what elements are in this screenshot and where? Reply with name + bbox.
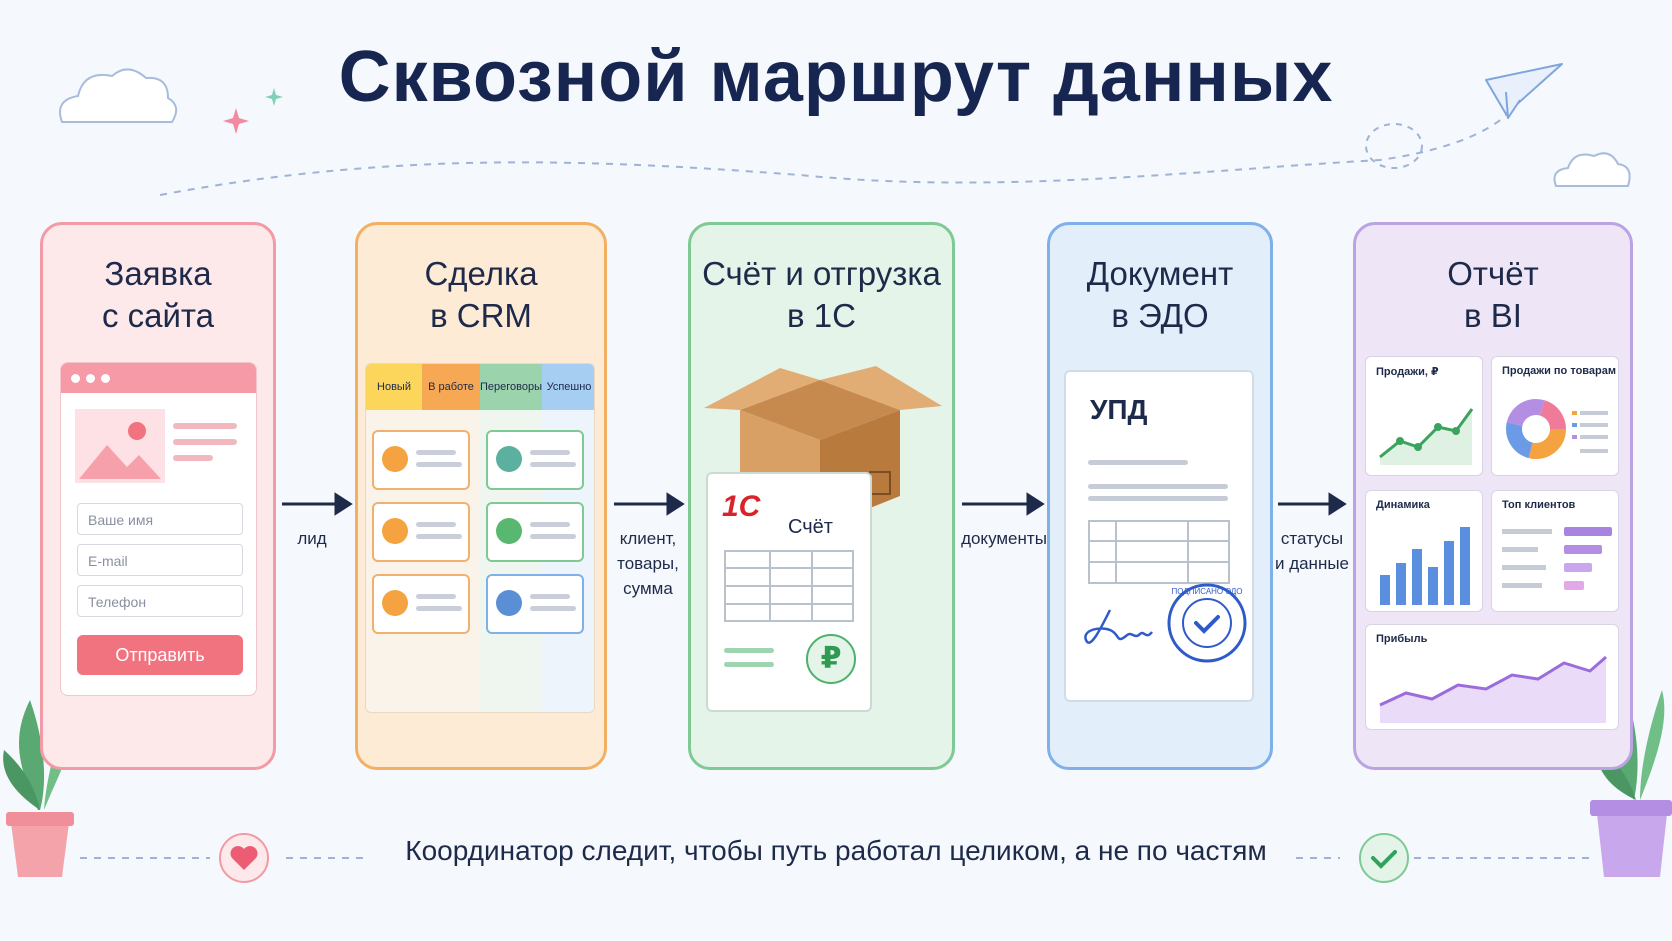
deal-card[interactable] [372, 574, 470, 634]
area-chart-icon [1379, 655, 1607, 723]
bi-panel-dynamics: Динамика [1365, 490, 1483, 612]
bi-panel-top-clients: Топ клиентов [1491, 490, 1619, 612]
line-chart-icon [1379, 408, 1474, 465]
arrow-label-lead: лид [297, 529, 327, 548]
arrow-label-statuses: статусы и данные [1274, 529, 1350, 573]
phone-field[interactable]: Телефон [77, 585, 243, 617]
panel-title: Прибыль [1376, 633, 1428, 645]
stage-title: Сделка в CRM [424, 255, 538, 334]
doc-table [1088, 520, 1230, 584]
sparkle-icon [223, 88, 283, 134]
deal-card[interactable] [486, 430, 584, 490]
cloud-icon [59, 68, 1631, 187]
crm-kanban-board: Новый В работе Переговоры Успешно [365, 363, 595, 713]
stage-title: Отчёт в BI [1447, 255, 1539, 334]
bi-panel-products: Продажи по товарам [1491, 356, 1619, 476]
submit-button[interactable]: Отправить [77, 635, 243, 675]
upd-document: УПД ПОДПИСАНО ЭДО [1064, 370, 1254, 702]
kanban-column-new: Новый [366, 364, 422, 410]
panel-title: Продажи, ₽ [1376, 366, 1439, 378]
top-list-icon [1502, 527, 1612, 590]
email-field[interactable]: E-mail [77, 544, 243, 576]
doc-title: УПД [1090, 394, 1148, 425]
panel-title: Топ клиентов [1502, 499, 1576, 511]
kanban-column-in-progress: В работе [422, 364, 480, 410]
1c-logo: 1С [722, 490, 761, 523]
image-placeholder-icon [75, 409, 165, 483]
arrow-label-documents: документы [961, 529, 1047, 548]
window-dots [61, 363, 256, 393]
deal-card[interactable] [372, 502, 470, 562]
page-title: Сквозной маршрут данных [338, 37, 1334, 117]
stage-title: Заявка с сайта [101, 255, 215, 334]
web-form-mockup: Ваше имя E-mail Телефон Отправить [60, 362, 257, 696]
bar-chart-icon [1380, 527, 1470, 605]
stage-title: Документ в ЭДО [1086, 255, 1234, 334]
kanban-column-negotiation: Переговоры [480, 364, 542, 410]
signed-stamp-icon: ПОДПИСАНО ЭДО [1167, 583, 1247, 663]
stamp-text: ПОДПИСАНО ЭДО [1172, 587, 1243, 596]
bi-panel-sales: Продажи, ₽ [1365, 356, 1483, 476]
deal-card[interactable] [372, 430, 470, 490]
panel-title: Динамика [1376, 499, 1430, 511]
invoice-document: 1С Счёт ₽ [706, 472, 872, 712]
deal-card[interactable] [486, 574, 584, 634]
deal-card[interactable] [486, 502, 584, 562]
name-field[interactable]: Ваше имя [77, 503, 243, 535]
arrow-label-client: клиент, товары, сумма [617, 529, 679, 598]
invoice-table [724, 550, 854, 622]
stage-title: Счёт и отгрузка в 1С [702, 255, 941, 334]
kanban-column-success: Успешно [542, 364, 594, 410]
ruble-icon: ₽ [806, 634, 856, 684]
bi-panel-profit: Прибыль [1365, 624, 1619, 730]
flow-arrows [282, 492, 1347, 516]
paper-plane-icon [1485, 63, 1563, 119]
panel-title: Продажи по товарам [1502, 365, 1617, 377]
heart-icon [219, 833, 269, 883]
signature-icon [1084, 609, 1153, 644]
donut-chart-icon [1506, 399, 1608, 459]
footer-caption: Координатор следит, чтобы путь работал ц… [405, 835, 1267, 866]
check-circle-icon [1359, 833, 1409, 883]
invoice-title: Счёт [788, 516, 833, 538]
